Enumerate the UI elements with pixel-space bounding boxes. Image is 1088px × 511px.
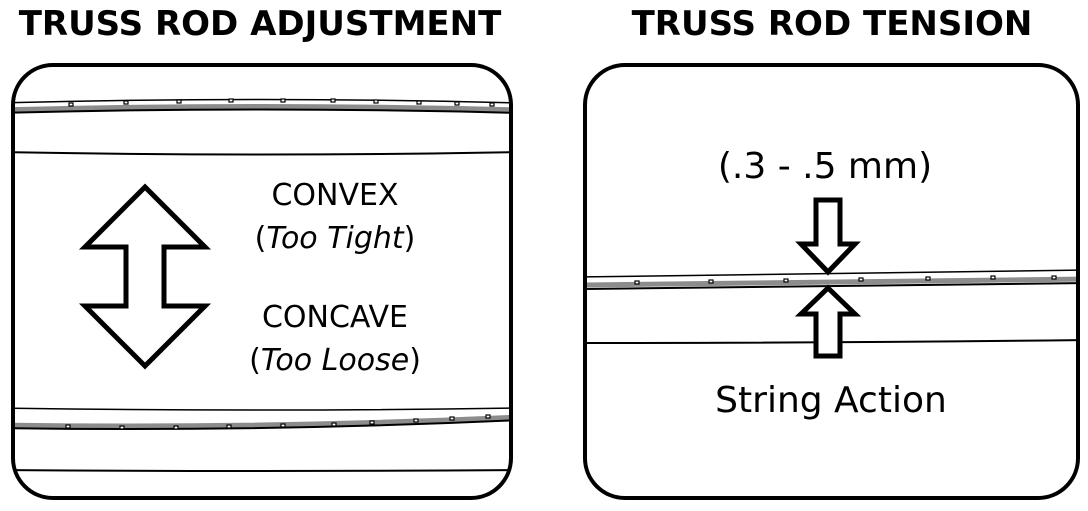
- tension-fretboard-edge: [585, 269, 1078, 278]
- tension-panel-border: [583, 63, 1080, 500]
- adjustment-panel: CONVEX (Too Tight) CONCAVE (Too Loose): [11, 63, 513, 500]
- concave-frets: [65, 414, 491, 430]
- string-action-label: String Action: [715, 380, 947, 421]
- convex-fretboard-edge: [13, 98, 511, 104]
- adjustment-neck-lines: [13, 98, 511, 472]
- tension-string-edge: [585, 282, 1078, 290]
- arrow-up-icon: [794, 284, 862, 359]
- convex-label: CONVEX: [271, 178, 398, 213]
- double-arrow-icon: [78, 183, 212, 370]
- convex-frets: [68, 98, 495, 107]
- concave-note: (Too Loose): [249, 343, 421, 378]
- concave-fretboard-edge: [13, 407, 511, 411]
- concave-string: [13, 414, 511, 429]
- gap-measurement-label: (.3 - .5 mm): [718, 146, 932, 187]
- convex-neck-back: [13, 151, 511, 156]
- concave-string-edge: [13, 419, 511, 430]
- convex-string-edge: [13, 108, 511, 114]
- convex-string: [13, 104, 511, 113]
- tension-panel: (.3 - .5 mm) String Action: [583, 63, 1080, 500]
- adjustment-panel-border: [11, 63, 513, 500]
- arrow-down-icon: [795, 197, 861, 276]
- adjustment-title: TRUSS ROD ADJUSTMENT: [18, 4, 502, 44]
- tension-title: TRUSS ROD TENSION: [631, 4, 1033, 44]
- convex-note: (Too Tight): [255, 221, 416, 256]
- tension-string: [585, 276, 1078, 288]
- concave-neck-back: [13, 469, 511, 472]
- tension-frets: [634, 275, 1057, 285]
- concave-label: CONCAVE: [262, 300, 408, 335]
